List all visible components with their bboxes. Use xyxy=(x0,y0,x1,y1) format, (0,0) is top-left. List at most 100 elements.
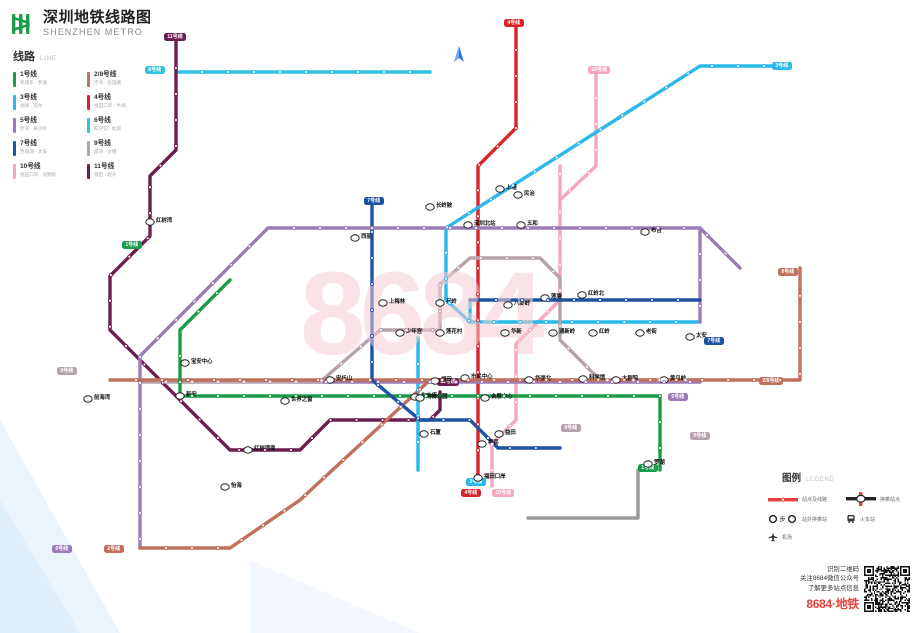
line-badge[interactable]: 11号线 xyxy=(164,33,187,42)
line-legend-item[interactable]: 2/8号线赤湾 · 盐田路 xyxy=(87,71,153,87)
promo-brand: 8684·地铁 xyxy=(806,596,859,611)
line-route: 赤湾 · 黄贝岭 xyxy=(20,126,48,132)
line-color-swatch xyxy=(87,164,90,179)
station-label[interactable]: 莲塘 xyxy=(551,294,562,300)
line-route: 前湾 · 文锦 xyxy=(94,149,117,155)
line-legend-header: 线路 LINE xyxy=(13,48,153,64)
line-badge[interactable]: 9号线 xyxy=(57,367,77,376)
line-legend-item[interactable]: 9号线前湾 · 文锦 xyxy=(87,140,153,156)
line-badge[interactable]: 7号线 xyxy=(704,337,724,346)
line-route: 福田口岸 · 牛湖 xyxy=(94,103,126,109)
station-label[interactable]: 石厦 xyxy=(430,430,441,436)
page-subtitle: SHENZHEN METRO xyxy=(43,27,143,37)
station-label[interactable]: 深圳北站 xyxy=(474,221,496,227)
out-of-station-transfer-icon: 步 xyxy=(768,514,798,524)
line-color-swatch xyxy=(13,164,16,179)
line-route: 赤湾 · 盐田路 xyxy=(94,80,122,86)
line-badge[interactable]: 9号线 xyxy=(561,424,581,433)
map-legend-label: 火车站 xyxy=(860,516,876,523)
line-legend-item[interactable]: 4号线福田口岸 · 牛湖 xyxy=(87,94,153,110)
station-label[interactable]: 老街 xyxy=(646,329,657,335)
station-label[interactable]: 益田 xyxy=(505,430,516,436)
line-color-swatch xyxy=(87,141,90,156)
station-label[interactable]: 红树湾 xyxy=(156,218,173,224)
station-label[interactable]: 民治 xyxy=(524,191,535,197)
line-badge[interactable]: 10号线 xyxy=(492,489,515,498)
station-label[interactable]: 少年宫 xyxy=(406,329,423,335)
map-legend: 图例 LEGEND 站点及线路换乘站点步站外换乘站火车站机场 xyxy=(768,470,908,542)
station-label[interactable]: 上梅林 xyxy=(389,299,406,305)
line-badge[interactable]: 9号线 xyxy=(690,432,710,441)
station-label[interactable]: 前海湾 xyxy=(94,395,111,401)
station-label[interactable]: 八卦岭 xyxy=(514,301,531,307)
station-label[interactable]: 红树湾南 xyxy=(254,446,276,452)
station-label[interactable]: 五和 xyxy=(527,221,538,227)
promo-block: 识别二维码 关注8684微信公众号 了解更多站点信息 8684·地铁 xyxy=(758,565,910,613)
line-color-swatch xyxy=(87,118,90,133)
station-label[interactable]: 科学馆 xyxy=(589,375,606,381)
station-label[interactable]: 安托山 xyxy=(336,376,353,382)
line-badge[interactable]: 4号线 xyxy=(461,489,481,498)
station-label[interactable]: 华强北 xyxy=(535,376,552,382)
station-label[interactable]: 孖岭 xyxy=(446,299,457,305)
station-label[interactable]: 黄贝岭 xyxy=(670,376,687,382)
line-badge[interactable]: 4号线 xyxy=(504,19,524,28)
line-legend-item[interactable]: 10号线福田口岸 · 双拥街 xyxy=(13,163,79,179)
line-badge[interactable]: 2/8号线 xyxy=(759,377,783,386)
station-label[interactable]: 大剧院 xyxy=(622,376,639,382)
page-title: 深圳地铁线路图 xyxy=(43,9,152,26)
station-label[interactable]: 福田 xyxy=(441,377,452,383)
line-badge[interactable]: 3号线 xyxy=(466,478,486,487)
station-label[interactable]: 罗湖 xyxy=(654,460,665,466)
station-label[interactable]: 西丽 xyxy=(361,234,372,240)
line-badge[interactable]: 3号线 xyxy=(772,62,792,71)
line-legend-item[interactable]: 1号线机场东 · 罗湖 xyxy=(13,71,79,87)
wechat-qr-code-icon[interactable] xyxy=(864,566,910,613)
line-legend-item[interactable]: 6号线科学馆 · 松岗 xyxy=(87,117,153,133)
station-label[interactable]: 通新岭 xyxy=(559,329,576,335)
map-legend-item: 换乘站点 xyxy=(846,492,904,506)
station-label[interactable]: 车公庙 xyxy=(421,393,438,399)
map-legend-item: 步站外换乘站 xyxy=(768,514,846,524)
line-badge[interactable]: 11号线 xyxy=(437,378,460,387)
station-label[interactable]: 会展中心 xyxy=(491,394,513,400)
line-route: 福保 · 双龙 xyxy=(20,103,43,109)
station-label[interactable]: 福田口岸 xyxy=(484,474,506,480)
station-label[interactable]: 华新 xyxy=(511,329,522,335)
station-label[interactable]: 宝安中心 xyxy=(191,359,213,365)
line-badge[interactable]: 6号线 xyxy=(145,66,165,75)
station-label[interactable]: 市民中心 xyxy=(471,374,493,380)
station-label[interactable]: 怡海 xyxy=(231,483,242,489)
line-badge[interactable]: 7号线 xyxy=(364,197,384,206)
map-legend-item: 站点及线路 xyxy=(768,492,846,506)
station-label[interactable]: 布吉 xyxy=(651,228,662,234)
station-label[interactable]: 世界之窗 xyxy=(291,397,313,403)
line-color-swatch xyxy=(13,72,16,87)
line-badge[interactable]: 8号线 xyxy=(778,268,798,277)
shenzhen-metro-logo-icon xyxy=(12,13,30,34)
line-badge[interactable]: 5号线 xyxy=(668,393,688,402)
station-label[interactable]: 莲花村 xyxy=(446,329,463,335)
line-badge[interactable]: 2号线 xyxy=(104,545,124,554)
line-legend-item[interactable]: 3号线福保 · 双龙 xyxy=(13,94,79,110)
station-label[interactable]: 长岭陂 xyxy=(436,203,453,209)
map-legend-item: 火车站 xyxy=(846,514,904,524)
map-legend-title: 图例 xyxy=(782,473,802,484)
line-name: 9号线 xyxy=(94,140,111,147)
station-label[interactable]: 福民 xyxy=(488,440,499,446)
line-color-swatch xyxy=(87,72,90,87)
station-label[interactable]: 新安 xyxy=(186,392,197,398)
line-badge[interactable]: 1号线 xyxy=(122,241,142,250)
line-badge[interactable]: 10号线 xyxy=(588,66,611,75)
line-legend-item[interactable]: 7号线西丽湖 · 太安 xyxy=(13,140,79,156)
line-legend-item[interactable]: 5号线赤湾 · 黄贝岭 xyxy=(13,117,79,133)
line-badge[interactable]: 5号线 xyxy=(52,545,72,554)
station-label[interactable]: 红岭北 xyxy=(588,291,605,297)
station-label[interactable]: 上塘 xyxy=(506,185,517,191)
station-label[interactable]: 购物公园 xyxy=(426,394,448,400)
line-name: 10号线 xyxy=(20,163,41,170)
station-label[interactable]: 红岭 xyxy=(599,329,610,335)
line-color-swatch xyxy=(87,95,90,110)
station-label[interactable]: 太安 xyxy=(696,333,707,339)
line-legend-item[interactable]: 11号线福田 · 碧头 xyxy=(87,163,153,179)
